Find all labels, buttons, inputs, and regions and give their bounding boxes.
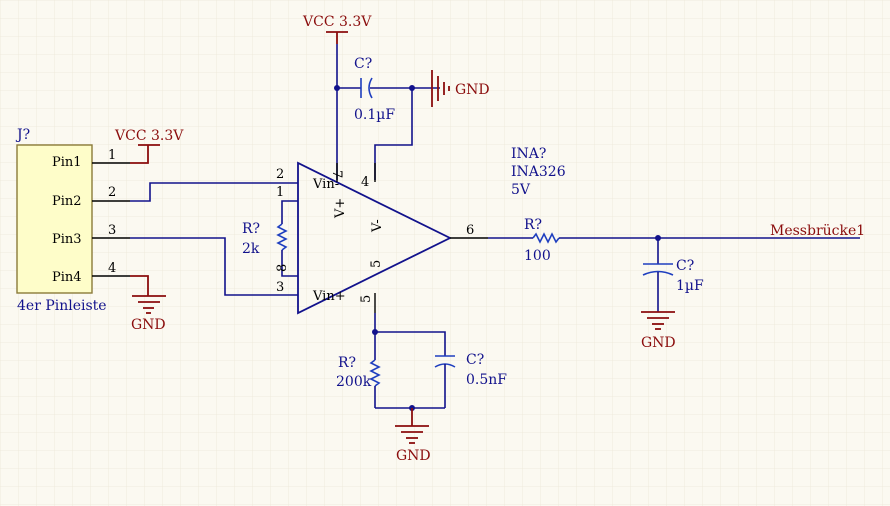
net-label-messbruecke[interactable]: Messbrücke1 <box>770 223 865 239</box>
connector-pin3-name: Pin3 <box>52 232 82 247</box>
v-minus-wire <box>374 88 413 180</box>
gnd-right-label: GND <box>455 82 490 98</box>
amp-pin-vin-plus: Vin+ <box>312 289 346 304</box>
connector-pin1-name: Pin1 <box>52 155 82 170</box>
r-gain-designator: R? <box>242 221 260 237</box>
r-gain[interactable]: R? 2k <box>242 200 298 277</box>
junction-vcc <box>334 85 340 91</box>
amp-pin-2: 2 <box>276 167 284 182</box>
amp-pin-5a: 5 <box>369 260 384 268</box>
amp-pin-v-plus: V+ <box>333 198 348 219</box>
amp-pin-v-minus: V- <box>370 219 385 233</box>
gnd-bottom-symbol[interactable]: GND <box>395 408 431 464</box>
amp-pin-1: 1 <box>276 185 284 200</box>
amp-pin-8: 8 <box>275 264 290 272</box>
amp-pin-3: 3 <box>276 280 284 295</box>
connector-body <box>16 144 93 294</box>
connector-pin2-name: Pin2 <box>52 194 82 209</box>
amplifier-ina326[interactable]: Vin- Vin+ V+ V- 2 1 8 3 7 4 5 5 6 INA? I… <box>275 146 566 315</box>
vin-plus-wire <box>130 237 298 296</box>
c-out[interactable]: C? 1µF <box>642 238 704 312</box>
c-out-value: 1µF <box>676 278 704 294</box>
gnd-conn-label: GND <box>131 317 166 333</box>
amp-supply: 5V <box>511 182 531 198</box>
amp-pin-4: 4 <box>361 175 369 190</box>
c-decouple-value: 0.1µF <box>354 107 395 123</box>
connector-j[interactable]: J? 4er Pinleiste Pin1 Pin2 Pin3 Pin4 1 2… <box>15 127 130 314</box>
connector-pin1-number: 1 <box>108 148 116 163</box>
filter-top-wire <box>375 331 446 356</box>
connector-pin4-name: Pin4 <box>52 270 82 285</box>
vin-minus-wire <box>130 182 298 202</box>
gnd-conn-symbol[interactable]: GND <box>130 275 166 333</box>
c-decouple[interactable]: C? 0.1µF <box>337 56 440 123</box>
c-filter[interactable]: C? 0.5nF <box>434 352 507 408</box>
gnd-cap-symbol[interactable]: GND <box>641 311 676 351</box>
vcc-top-label: VCC 3.3V <box>302 14 372 30</box>
junction-gnd <box>409 85 415 91</box>
connector-pin4-number: 4 <box>108 261 116 276</box>
r-filter[interactable]: R? 200k <box>336 332 381 408</box>
gnd-right-symbol[interactable]: GND <box>431 70 490 107</box>
c-out-designator: C? <box>676 258 694 274</box>
connector-pin2-number: 2 <box>108 185 116 200</box>
r-out[interactable]: R? 100 <box>488 217 658 264</box>
r-gain-value: 2k <box>242 241 260 257</box>
connector-pin3-number: 3 <box>108 223 116 238</box>
vcc-top-symbol[interactable]: VCC 3.3V <box>302 14 372 44</box>
amp-pin-5b: 5 <box>359 295 374 303</box>
gnd-bottom-label: GND <box>396 448 431 464</box>
vcc-conn-symbol[interactable]: VCC 3.3V <box>114 128 184 164</box>
c-filter-value: 0.5nF <box>466 372 507 388</box>
amp-pin-6: 6 <box>466 223 474 238</box>
amp-designator: INA? <box>511 146 546 162</box>
amp-comment: INA326 <box>511 164 566 180</box>
r-out-designator: R? <box>524 217 542 233</box>
connector-comment: 4er Pinleiste <box>17 298 107 314</box>
amp-pin-vin-minus: Vin- <box>312 177 339 192</box>
c-decouple-designator: C? <box>354 56 372 72</box>
c-filter-designator: C? <box>466 352 484 368</box>
r-filter-designator: R? <box>338 355 356 371</box>
amp-pin-7: 7 <box>329 170 344 178</box>
r-out-value: 100 <box>524 248 551 264</box>
vcc-conn-label: VCC 3.3V <box>114 128 184 144</box>
gnd-cap-label: GND <box>641 335 676 351</box>
connector-designator: J? <box>15 127 30 143</box>
r-filter-value: 200k <box>336 374 372 390</box>
